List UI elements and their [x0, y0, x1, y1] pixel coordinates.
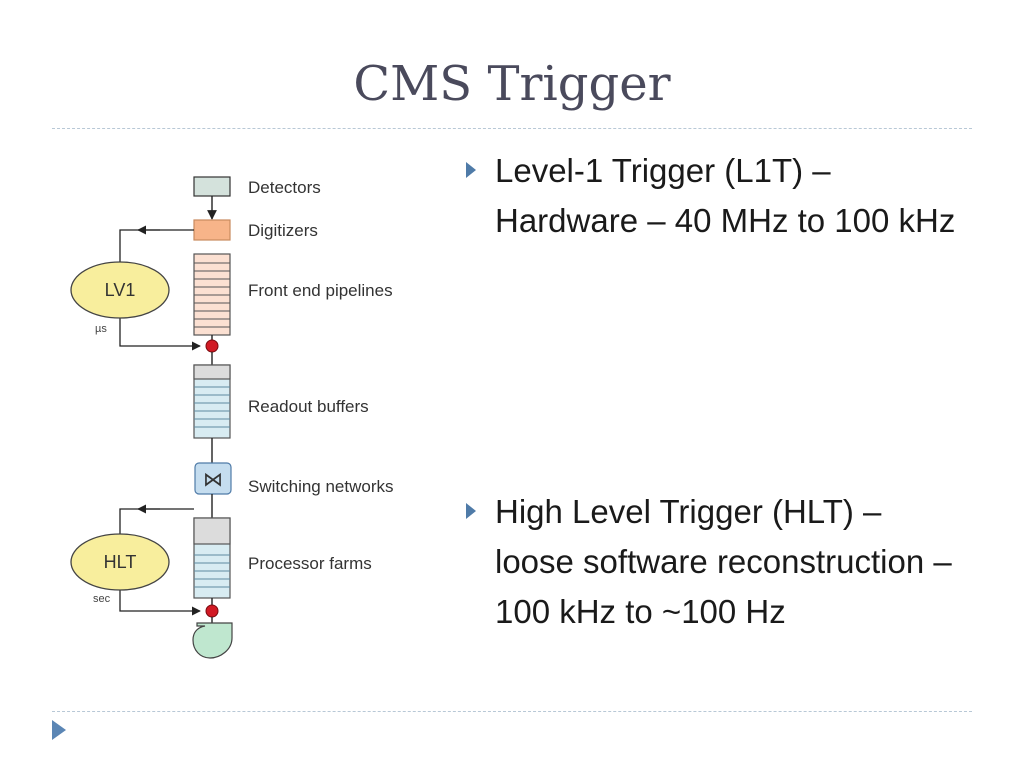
- lv1-ellipse: [70, 261, 170, 319]
- slide-corner-arrow-icon: [52, 720, 66, 740]
- detectors-box: [193, 176, 231, 197]
- bullet-text: Level-1 Trigger (L1T) – Hardware – 40 MH…: [495, 152, 956, 239]
- cms-trigger-diagram: ⋈ LV1 µs HLT sec Detectors Digitizers Fr…: [70, 176, 394, 659]
- stage-label-processor-farms: Processor farms: [248, 554, 372, 573]
- digitizers-box: [193, 219, 231, 241]
- bullet-arrow-icon: [466, 503, 476, 519]
- front-end-pipelines-box: [193, 253, 231, 336]
- bullet-text: High Level Trigger (HLT) – loose softwar…: [495, 493, 952, 630]
- stage-label-readout-buffers: Readout buffers: [248, 397, 369, 416]
- title-divider: [52, 128, 972, 129]
- switching-network-box: [194, 462, 232, 495]
- stage-label-switching-networks: Switching networks: [248, 477, 394, 496]
- footer-divider: [52, 711, 972, 712]
- stage-label-front-end-pipelines: Front end pipelines: [248, 281, 393, 300]
- slide-title: CMS Trigger: [353, 56, 671, 112]
- switch-symbol: ⋈: [203, 469, 223, 491]
- stage-label-detectors: Detectors: [248, 178, 321, 197]
- lv1-time-unit: µs: [95, 323, 107, 335]
- l1-junction-dot: [205, 339, 219, 353]
- hlt-label: HLT: [104, 552, 137, 572]
- bullet-arrow-icon: [466, 162, 476, 178]
- hlt-time-unit: sec: [93, 593, 111, 605]
- lv1-label: LV1: [105, 280, 136, 300]
- storage-symbol: [192, 622, 233, 659]
- stage-label-digitizers: Digitizers: [248, 221, 318, 240]
- hlt-junction-dot: [205, 604, 219, 618]
- hlt-ellipse: [70, 533, 170, 591]
